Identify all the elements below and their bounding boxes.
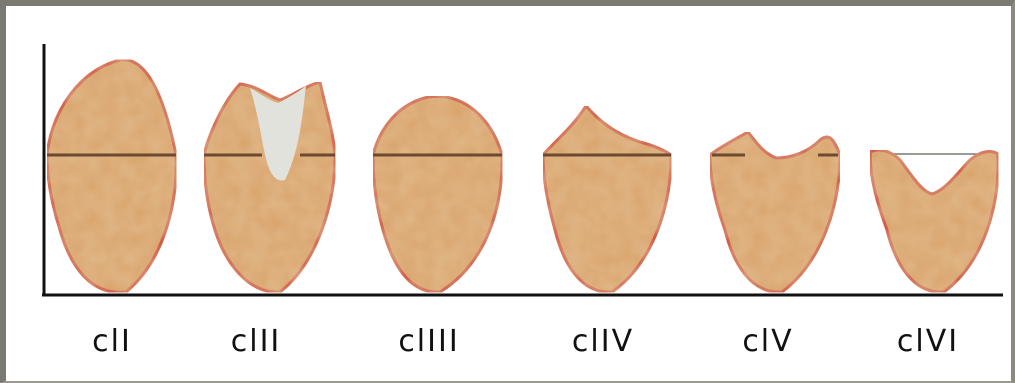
shape-cIII <box>373 96 502 292</box>
shape-cV <box>710 132 840 292</box>
label-cIV: clIV <box>543 322 663 362</box>
label-cVI: clVI <box>868 322 988 362</box>
label-cIII: clIII <box>369 322 489 362</box>
shape-cIV <box>543 106 671 292</box>
label-cI: clI <box>52 322 172 362</box>
label-cII: clII <box>196 322 316 362</box>
shape-cVI <box>870 150 998 292</box>
shape-cI <box>47 60 176 293</box>
label-cV: clV <box>708 322 828 362</box>
shape-cII <box>204 82 335 292</box>
